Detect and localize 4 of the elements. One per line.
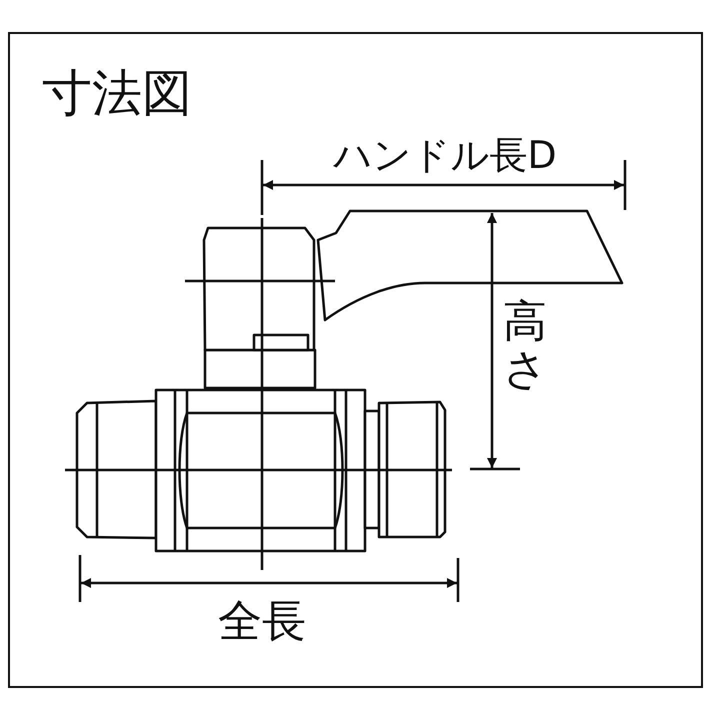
dimension-label: ハンドル長D [332, 136, 558, 174]
dimension-label: 高さ [503, 298, 547, 395]
dimension-label: 全長 [217, 600, 307, 644]
title: 寸法図 [42, 68, 192, 118]
